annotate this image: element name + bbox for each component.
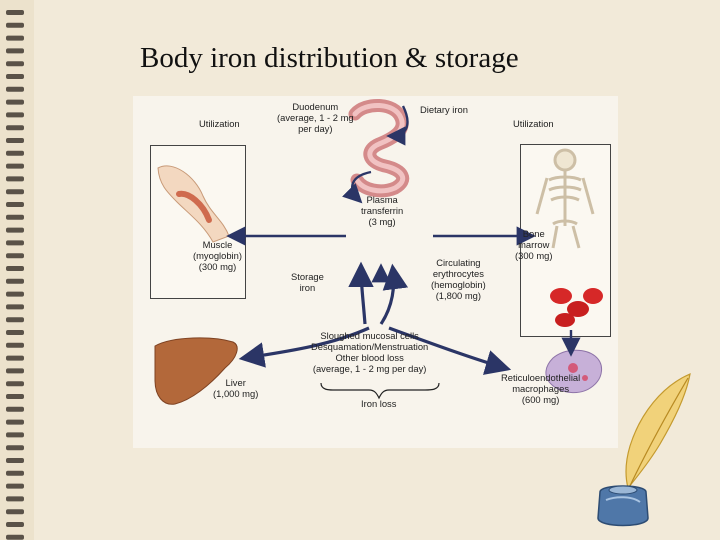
utilization-left-label: Utilization [199, 118, 240, 129]
muscle-label: Muscle (myoglobin) (300 mg) [193, 239, 242, 272]
spiral-ring [6, 534, 24, 540]
arm-muscle-icon [157, 165, 230, 243]
spiral-ring [6, 509, 24, 515]
spiral-ring [6, 214, 24, 220]
bone-marrow-label: Bone marrow (300 mg) [515, 228, 553, 261]
inkwell-icon [597, 485, 649, 527]
iron-loss-label: Iron loss [361, 398, 397, 409]
spiral-ring [6, 330, 24, 335]
spiral-ring [6, 35, 24, 41]
flow-arrows [226, 105, 581, 357]
plasma-transferrin-label: Plasma transferrin (3 mg) [361, 194, 404, 227]
spiral-binding [0, 0, 34, 540]
spiral-ring [6, 381, 24, 387]
spiral-ring [6, 48, 24, 54]
spiral-ring [6, 304, 24, 310]
spiral-ring [6, 125, 24, 131]
macrophage-icon [545, 349, 602, 393]
spiral-ring [6, 74, 24, 79]
spiral-ring [6, 394, 24, 399]
spiral-ring [6, 419, 24, 425]
loss-arrows [238, 261, 512, 375]
spiral-ring [6, 470, 24, 476]
spiral-ring [6, 150, 24, 156]
spiral-ring [6, 202, 24, 207]
spiral-ring [6, 483, 24, 489]
spiral-ring [6, 432, 24, 438]
macrophages-label: Reticuloendothelial macrophages (600 mg) [501, 372, 581, 405]
spiral-ring [6, 368, 24, 374]
spiral-ring [6, 22, 24, 28]
spiral-ring [6, 445, 24, 451]
iron-losses-label: Sloughed mucosal cells Desquamation/Mens… [311, 330, 429, 374]
spiral-ring [6, 163, 24, 169]
skeleton-icon [535, 148, 595, 249]
utilization-right-label: Utilization [513, 118, 554, 129]
spiral-ring [6, 317, 24, 323]
circulating-erythrocytes-label: Circulating erythrocytes (hemoglobin) (1… [431, 257, 486, 301]
spiral-ring [6, 291, 24, 297]
spiral-ring [6, 138, 24, 143]
spiral-ring [6, 99, 24, 105]
spiral-ring [6, 458, 24, 463]
liver-label: Liver (1,000 mg) [213, 377, 259, 399]
spiral-ring [6, 240, 24, 246]
spiral-ring [6, 86, 24, 92]
spiral-ring [6, 253, 24, 259]
iron-distribution-diagram: Utilization Utilization Duodenum (averag… [133, 96, 618, 448]
slide-title: Body iron distribution & storage [140, 42, 519, 74]
spiral-ring [6, 266, 24, 271]
diagram-graphics [154, 99, 603, 405]
spiral-ring [6, 112, 24, 118]
intestine-icon [348, 99, 410, 198]
spiral-ring [6, 522, 24, 527]
spiral-ring [6, 10, 24, 15]
spiral-ring [6, 342, 24, 348]
spiral-ring [6, 176, 24, 182]
red-blood-cell-icon [550, 288, 603, 327]
dietary-iron-label: Dietary iron [420, 104, 468, 115]
liver-icon [154, 337, 238, 405]
spiral-ring [6, 355, 24, 361]
storage-iron-label: Storage iron [291, 271, 324, 293]
spiral-ring [6, 496, 24, 502]
spiral-ring [6, 61, 24, 67]
spiral-ring [6, 189, 24, 195]
quill-pen-icon [597, 373, 691, 527]
spiral-ring [6, 227, 24, 233]
iron-loss-brace [320, 382, 440, 400]
spiral-ring [6, 278, 24, 284]
duodenum-label: Duodenum (average, 1 - 2 mg per day) [277, 101, 354, 134]
spiral-ring [6, 406, 24, 412]
